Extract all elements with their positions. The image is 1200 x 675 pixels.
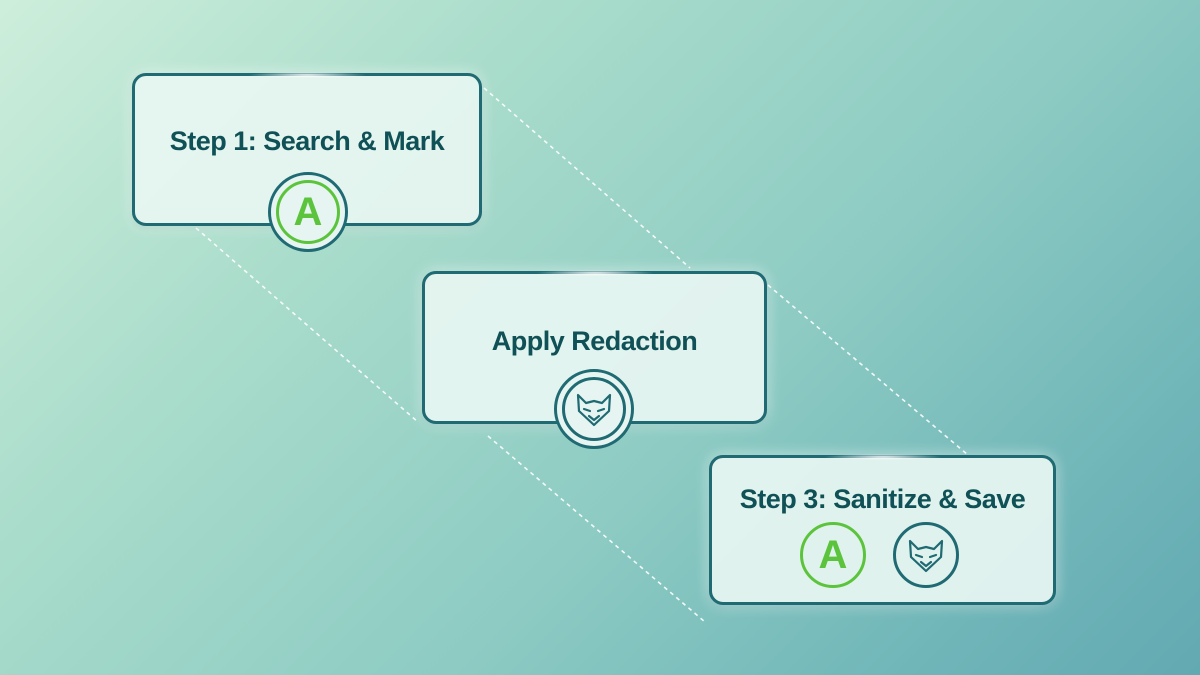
step-3-icon-a: A xyxy=(800,522,866,588)
connector-line xyxy=(483,87,691,269)
letter-a-icon: A xyxy=(800,522,866,588)
letter-a-glyph: A xyxy=(818,533,848,577)
step-3-title: Step 3: Sanitize & Save xyxy=(739,484,1026,514)
letter-a-icon: A xyxy=(276,180,340,244)
connector-line xyxy=(767,284,969,456)
letter-a-glyph: A xyxy=(293,190,323,234)
connector-line xyxy=(195,227,419,423)
step-2-title: Apply Redaction xyxy=(491,326,698,356)
step-3-icon-fox xyxy=(893,522,959,588)
step-2-icon-badge xyxy=(554,369,634,449)
fox-icon xyxy=(893,522,959,588)
fox-icon xyxy=(562,377,626,441)
connector-line xyxy=(487,435,706,623)
step-1-icon-badge: A xyxy=(268,172,348,252)
step-3-card: Step 3: Sanitize & Save xyxy=(709,455,1056,605)
step-1-title: Step 1: Search & Mark xyxy=(169,126,445,156)
